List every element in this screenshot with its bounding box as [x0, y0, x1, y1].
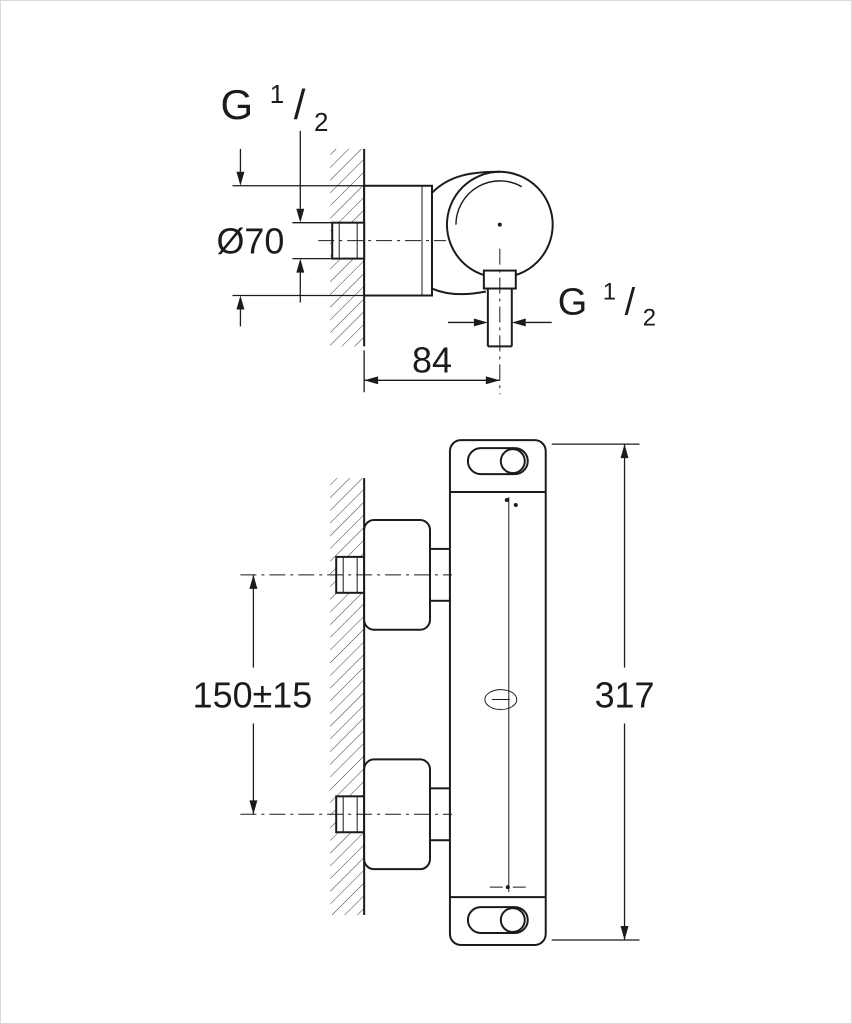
bottom-handle-knob	[499, 907, 526, 934]
outlet-thread-arrows	[473, 318, 526, 327]
top-handle-slot	[466, 447, 529, 476]
flange-diameter-dimension: Ø70	[216, 148, 365, 327]
mixer-body	[448, 439, 547, 946]
body-screw-dot-2	[513, 503, 518, 508]
supply-thread-dim-lines	[292, 130, 333, 303]
dim-outlet-thread-label: G 1 / 2	[558, 267, 656, 332]
wall-to-outlet-dimension: 84	[363, 339, 500, 393]
dim-top-thread-label: G 1 / 2	[220, 65, 328, 137]
dim-wall-to-outlet-label: 84	[412, 339, 452, 380]
supply-thread-arrows	[296, 208, 305, 273]
wall-to-outlet-arrows	[364, 376, 500, 385]
bottom-handle-slot	[466, 906, 529, 935]
supply-thread-dimension: G 1 / 2	[220, 65, 333, 303]
dim-flange-diameter-label: Ø70	[216, 221, 284, 262]
outlet-thread-dimension: G 1 / 2	[447, 267, 656, 332]
wall-hatch-front	[330, 478, 365, 916]
body-screw-dot-1	[504, 498, 509, 503]
brand-badge	[484, 689, 518, 711]
bottom-index-dot	[505, 885, 510, 890]
overall-height-dim-lines	[551, 443, 640, 941]
flange-diameter-dim-lines	[232, 148, 365, 327]
wall-to-outlet-dim-lines	[363, 350, 500, 393]
side-view: Ø70 G 1 / 2 84 G 1 /	[216, 65, 656, 395]
dim-union-spacing-label: 150±15	[193, 675, 313, 716]
overall-height-dimension: 317	[551, 443, 655, 941]
knob-inner-rim	[455, 180, 523, 225]
front-view: 150±15 317	[193, 439, 655, 946]
union-spacing-dimension: 150±15	[193, 574, 313, 815]
dim-overall-height-label: 317	[595, 675, 655, 716]
top-handle-knob	[499, 448, 526, 475]
mixer-housing-side	[431, 170, 500, 296]
knob-center-mark	[497, 222, 502, 227]
cap-separator-lines	[449, 491, 546, 899]
